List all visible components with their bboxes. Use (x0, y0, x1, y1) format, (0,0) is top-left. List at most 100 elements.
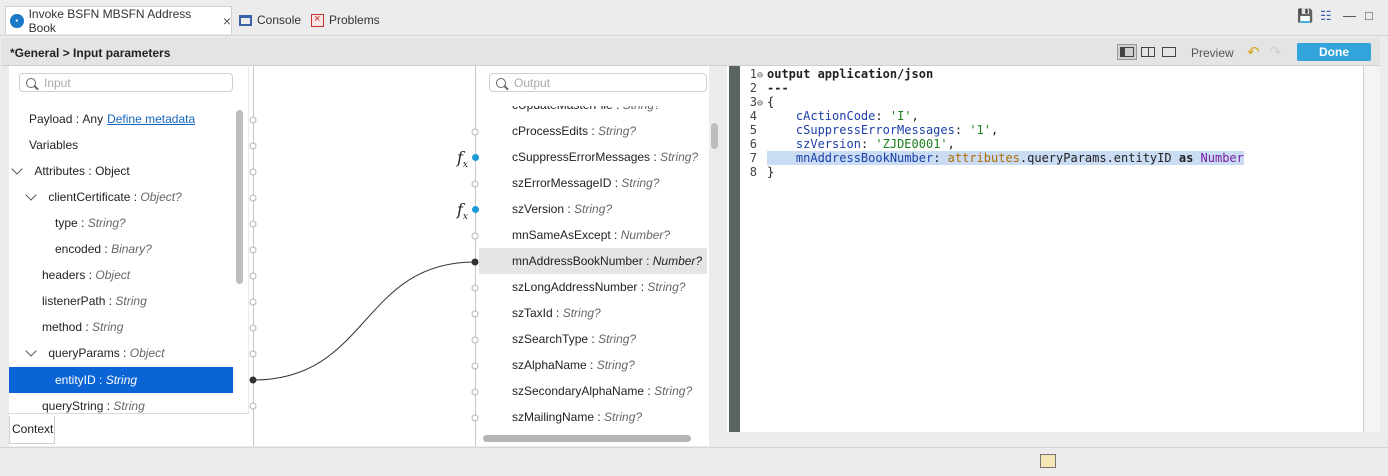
field-type: String? (654, 384, 693, 398)
function-icon[interactable]: fx (457, 148, 468, 170)
tree-item-entityid[interactable]: entityID : String (9, 367, 233, 393)
code-line-4: 4 cActionCode: 'I', (745, 109, 919, 123)
code-keyword: as (1178, 151, 1194, 165)
tree-item-label: method (42, 320, 83, 334)
close-icon[interactable]: × (222, 12, 231, 29)
view-source-button[interactable] (1159, 44, 1179, 60)
field-type: String? (598, 332, 637, 346)
tab-context[interactable]: Context (9, 416, 55, 444)
field-type: String? (623, 106, 661, 112)
minimize-icon[interactable]: — (1343, 8, 1356, 23)
undo-icon[interactable]: ↶ (1247, 44, 1260, 61)
field-name: szSearchType (512, 332, 589, 346)
editor-overview-ruler (1364, 66, 1380, 432)
tree-item-type: Object (95, 268, 131, 282)
output-field[interactable]: szAlphaName : String? (512, 358, 635, 372)
mapping-canvas (249, 66, 479, 446)
output-horizontal-scrollbar[interactable] (483, 435, 691, 442)
tree-item-type: Any (82, 112, 104, 126)
fold-icon[interactable]: ⊖ (757, 70, 764, 81)
code-line-1: 1⊖output application/json (745, 67, 933, 81)
tree-item-label: encoded (55, 242, 102, 256)
output-search[interactable] (489, 73, 707, 92)
output-field[interactable]: szErrorMessageID : String? (512, 176, 660, 190)
output-field[interactable]: szTaxId : String? (512, 306, 601, 320)
search-icon (26, 77, 36, 88)
output-field[interactable]: cProcessEdits : String? (512, 124, 637, 138)
tree-item-encoded[interactable]: encoded : Binary? (55, 242, 152, 256)
tab-console[interactable]: Console (239, 6, 301, 34)
code-line-3: 3⊖{ (745, 95, 774, 109)
view-graphics-source-button[interactable] (1117, 44, 1137, 60)
output-field[interactable]: mnSameAsExcept : Number? (512, 228, 671, 242)
tree-item-type: Object? (140, 190, 182, 204)
field-type: String? (660, 150, 699, 164)
fx-label: f (457, 200, 463, 219)
tree-item-listenerpath[interactable]: listenerPath : String (42, 294, 147, 308)
field-name: szMailingName (512, 410, 595, 424)
workspace-icon[interactable] (1040, 454, 1056, 468)
output-scrollbar[interactable] (711, 123, 718, 149)
output-field[interactable]: szMailingName : String? (512, 410, 643, 424)
tree-item-payload[interactable]: Payload : Any Define metadata (29, 112, 196, 126)
save-icon[interactable]: 💾 (1297, 8, 1314, 23)
tree-icon[interactable]: ☷ (1320, 8, 1332, 23)
field-type: String? (574, 202, 613, 216)
output-search-field[interactable] (514, 75, 664, 90)
problems-icon (311, 13, 324, 27)
tree-item-queryparams[interactable]: queryParams : Object (9, 340, 233, 366)
tree-item-variables[interactable]: Variables (9, 132, 233, 158)
field-name: cProcessEdits (512, 124, 589, 138)
field-type: Number? (620, 228, 671, 242)
tree-item-attributes[interactable]: Attributes : Object (9, 158, 233, 184)
tree-item-label: queryParams (48, 346, 120, 360)
field-type: String? (562, 306, 601, 320)
tab-invoke-bsfn[interactable]: ● Invoke BSFN MBSFN Address Book × (5, 6, 232, 35)
tree-item-clientcertificate[interactable]: clientCertificate : Object? (9, 184, 233, 210)
tree-item-label: headers (42, 268, 86, 282)
function-icon[interactable]: fx (457, 200, 468, 222)
fold-icon[interactable]: ⊖ (757, 98, 764, 109)
output-field[interactable]: szVersion : String? (512, 202, 613, 216)
tree-item-headers[interactable]: headers : Object (42, 268, 131, 282)
output-field[interactable]: szSearchType : String? (512, 332, 637, 346)
output-field-selected[interactable]: mnAddressBookNumber : Number? (479, 248, 707, 274)
code-text: --- (767, 81, 789, 95)
tree-item-type[interactable]: type : String? (55, 216, 126, 230)
code-value: '1' (969, 123, 991, 137)
tree-item-type: String? (87, 216, 126, 230)
input-search[interactable] (19, 73, 233, 92)
mule-icon: ● (10, 13, 24, 28)
code-type: Number (1200, 151, 1244, 165)
maximize-icon[interactable]: □ (1365, 8, 1373, 23)
connection-target-dot (471, 258, 479, 266)
dataweave-editor[interactable] (727, 66, 1364, 432)
console-icon (239, 14, 252, 26)
output-field[interactable]: szLongAddressNumber : String? (512, 280, 686, 294)
tree-item-label: Payload (29, 112, 73, 126)
input-search-field[interactable] (44, 75, 194, 90)
field-type: String? (647, 280, 686, 294)
tree-item-label: listenerPath (42, 294, 106, 308)
columns-icon (1141, 47, 1155, 57)
status-bar (0, 447, 1388, 476)
mapped-dot (472, 154, 479, 161)
done-button[interactable]: Done (1297, 43, 1371, 61)
output-field[interactable]: cUpdateMasterFile : String? (479, 106, 707, 118)
output-field[interactable]: szSecondaryAlphaName : String? (512, 384, 693, 398)
field-type: String? (604, 410, 643, 424)
tree-item-querystring[interactable]: queryString : String (42, 399, 145, 413)
input-scrollbar[interactable] (236, 110, 243, 284)
define-metadata-link[interactable]: Define metadata (107, 112, 196, 126)
preview-button[interactable]: Preview (1191, 46, 1234, 60)
view-split-button[interactable] (1138, 44, 1158, 60)
tab-label: Problems (329, 13, 380, 27)
redo-icon[interactable]: ↷ (1269, 44, 1282, 61)
tab-problems[interactable]: Problems (311, 6, 380, 34)
tree-item-method[interactable]: method : String (42, 320, 124, 334)
output-field[interactable]: cSuppressErrorMessages : String? (512, 150, 699, 164)
line-number: 6 (749, 137, 757, 151)
search-icon (496, 77, 506, 88)
field-name: szAlphaName (512, 358, 587, 372)
line-number: 3 (749, 95, 757, 109)
